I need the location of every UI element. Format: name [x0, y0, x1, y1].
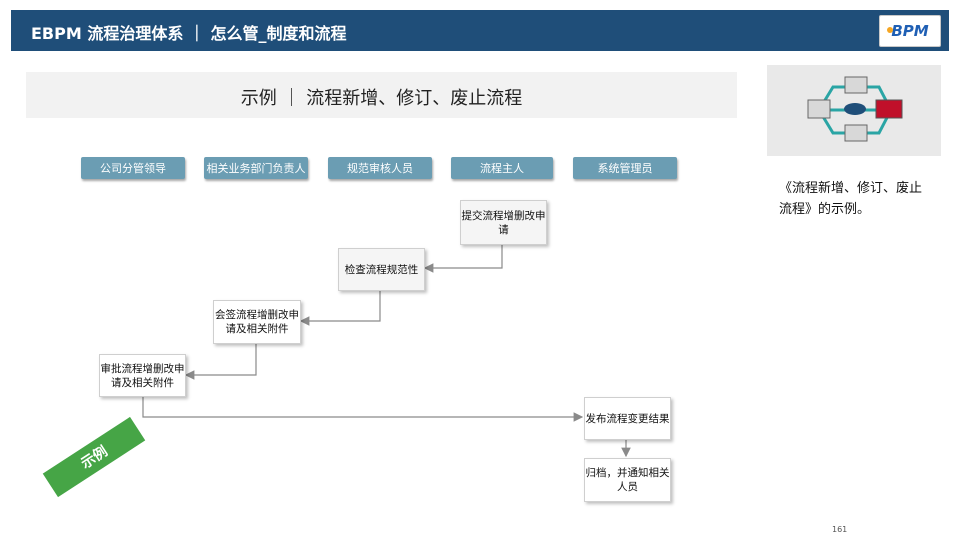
logo-text: BPM [891, 22, 929, 40]
bpm-logo: BPM [879, 15, 941, 47]
connector-countersign-approve [184, 343, 257, 380]
node-countersign: 会签流程增删改申请及相关附件 [213, 300, 301, 344]
role-reviewer: 规范审核人员 [328, 157, 432, 179]
node-approve: 审批流程增删改申请及相关附件 [99, 354, 186, 397]
node-check-compliance: 检查流程规范性 [338, 248, 425, 291]
role-process-owner: 流程主人 [451, 157, 553, 179]
role-sys-admin: 系统管理员 [573, 157, 677, 179]
connector-submit-check [423, 244, 503, 273]
header-bar: EBPM 流程治理体系 ｜ 怎么管_制度和流程 BPM [11, 10, 949, 51]
role-dept-head: 相关业务部门负责人 [204, 157, 308, 179]
process-thumbnail [767, 65, 941, 156]
connector-approve-publish [142, 396, 584, 422]
page-number: 161 [832, 525, 848, 534]
caption-text: 《流程新增、修订、废止流程》的示例。 [779, 181, 923, 217]
node-publish-result: 发布流程变更结果 [584, 397, 671, 440]
process-diagram-icon [807, 76, 903, 142]
node-submit-request: 提交流程增删改申请 [460, 200, 547, 245]
node-archive-notify: 归档，并通知相关人员 [584, 458, 671, 502]
sun-icon [887, 27, 893, 33]
slide-title: 示例 ｜ 流程新增、修订、废止流程 [240, 88, 523, 109]
slide-title-band: 示例 ｜ 流程新增、修订、废止流程 [26, 72, 737, 118]
role-company-leader: 公司分管领导 [81, 157, 185, 179]
connector-check-countersign [299, 290, 381, 326]
header-title: EBPM 流程治理体系 ｜ 怎么管_制度和流程 [31, 24, 347, 43]
